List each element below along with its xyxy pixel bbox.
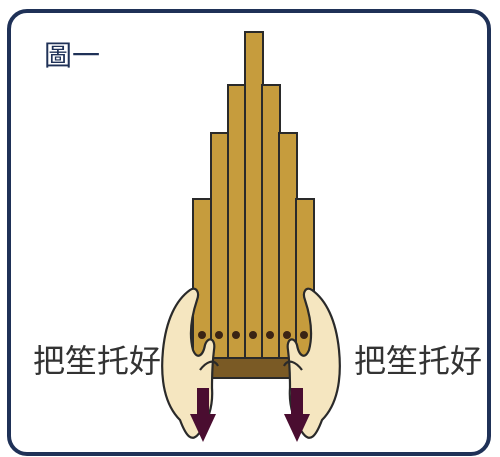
finger-holes xyxy=(198,331,308,339)
sheng-instrument xyxy=(192,31,315,379)
left-instruction-label: 把笙托好 xyxy=(33,342,162,380)
pipe-2 xyxy=(210,132,230,377)
pipe-4 xyxy=(244,31,264,377)
down-arrow-left xyxy=(190,388,216,442)
right-instruction-label: 把笙托好 xyxy=(354,342,483,380)
down-arrow-right xyxy=(284,388,310,442)
figure-label: 圖一 xyxy=(44,39,101,72)
